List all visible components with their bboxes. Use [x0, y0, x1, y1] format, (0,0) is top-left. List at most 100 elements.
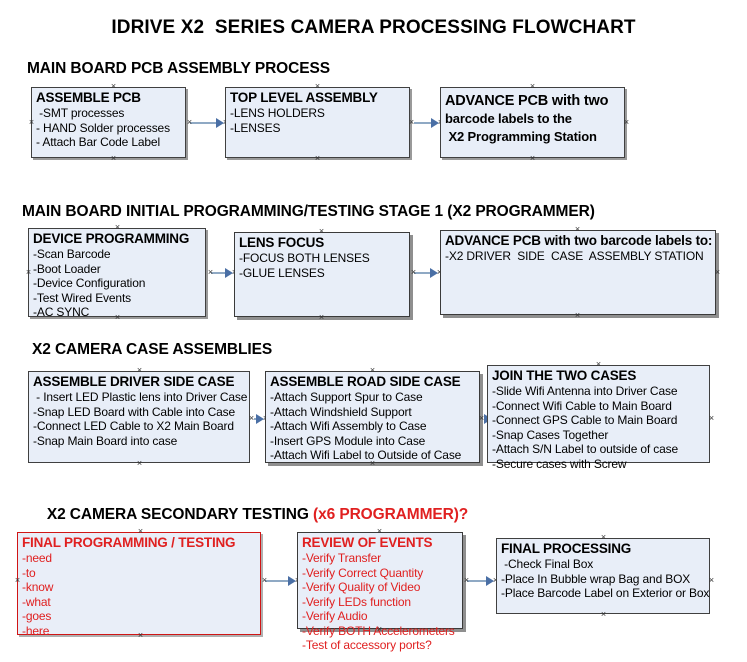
box-header: TOP LEVEL ASSEMBLY	[230, 90, 378, 105]
box-device-programming[interactable]: DEVICE PROGRAMMING -Scan Barcode -Boot L…	[28, 228, 206, 319]
box-header: ASSEMBLE PCB	[36, 90, 141, 105]
box-line: barcode labels to the	[445, 111, 572, 126]
connector-arrow-icon	[225, 268, 233, 278]
connector-line[interactable]	[211, 272, 229, 274]
box-assemble-pcb[interactable]: ASSEMBLE PCB -SMT processes - HAND Solde…	[31, 87, 186, 158]
box-header: ASSEMBLE DRIVER SIDE CASE	[33, 374, 235, 389]
box-review-of-events[interactable]: REVIEW OF EVENTS -Verify Transfer -Verif…	[297, 532, 463, 652]
box-line: -Verify LEDs function	[302, 594, 411, 609]
box-line: -to	[22, 565, 36, 580]
box-advance-pcb-to-driver-side-case-station[interactable]: ADVANCE PCB with two barcode labels to: …	[440, 230, 716, 315]
box-header: ASSEMBLE ROAD SIDE CASE	[270, 374, 461, 389]
resize-handle-left[interactable]	[14, 577, 21, 584]
box-line: -Snap LED Board with Cable into Case	[33, 404, 236, 419]
connector-arrow-icon	[256, 414, 264, 424]
connector-handle-source[interactable]	[248, 415, 255, 422]
box-line: -FOCUS BOTH LENSES	[239, 251, 370, 265]
box-final-processing[interactable]: FINAL PROCESSING -Check Final Box -Place…	[496, 538, 710, 614]
box-line: -Verify Quality of Video	[302, 580, 421, 594]
box-header: DEVICE PROGRAMMING	[33, 231, 190, 246]
box-header: FINAL PROGRAMMING / TESTING	[22, 535, 236, 550]
box-join-the-two-cases[interactable]: JOIN THE TWO CASES -Slide Wifi Antenna i…	[487, 365, 710, 471]
resize-handle-top[interactable]	[600, 534, 607, 541]
box-line: -SMT processes	[36, 106, 125, 120]
box-line: -Attach Windshield Support	[270, 404, 412, 419]
resize-handle-top[interactable]	[595, 361, 602, 368]
resize-handle-right[interactable]	[708, 415, 715, 422]
box-line: -GLUE LENSES	[239, 265, 325, 280]
connector-line[interactable]	[467, 580, 491, 582]
connector-line[interactable]	[190, 122, 220, 124]
box-header: ADVANCE PCB with two barcode labels to:	[445, 233, 713, 248]
resize-handle-top[interactable]	[110, 83, 117, 90]
box-lens-focus[interactable]: LENS FOCUS -FOCUS BOTH LENSES -GLUE LENS…	[234, 232, 410, 317]
box-top-level-assembly[interactable]: TOP LEVEL ASSEMBLY -LENS HOLDERS -LENSES	[225, 87, 410, 158]
box-line: -Place In Bubble wrap Bag and BOX	[501, 571, 691, 586]
resize-handle-left[interactable]	[25, 269, 32, 276]
box-assemble-driver-side-case[interactable]: ASSEMBLE DRIVER SIDE CASE - Insert LED P…	[28, 371, 250, 463]
box-line: -Boot Loader	[33, 261, 101, 276]
box-line: -Verify BOTH Accelerometers	[302, 623, 455, 638]
box-line: - HAND Solder processes	[36, 120, 170, 135]
connector-line[interactable]	[414, 122, 436, 124]
resize-handle-top[interactable]	[314, 83, 321, 90]
connector-handle-source[interactable]	[463, 577, 470, 584]
resize-handle-left[interactable]	[28, 119, 35, 126]
box-line: -Verify Audio	[302, 609, 368, 623]
box-line: -Test Wired Events	[33, 290, 131, 305]
resize-handle-bottom[interactable]	[318, 314, 325, 321]
connector-handle-source[interactable]	[478, 415, 485, 422]
resize-handle-top[interactable]	[369, 367, 376, 374]
resize-handle-right[interactable]	[623, 119, 630, 126]
resize-handle-top[interactable]	[114, 224, 121, 231]
connector-line[interactable]	[265, 580, 293, 582]
resize-handle-bottom[interactable]	[114, 314, 121, 321]
resize-handle-top[interactable]	[137, 528, 144, 535]
box-advance-pcb-to-x2-programming-station[interactable]: ADVANCE PCB with two barcode labels to t…	[440, 87, 625, 158]
connector-handle-source[interactable]	[261, 577, 268, 584]
resize-handle-bottom[interactable]	[137, 632, 144, 639]
resize-handle-bottom[interactable]	[574, 312, 581, 319]
box-line: -Insert GPS Module into Case	[270, 433, 426, 448]
box-line: -goes	[22, 609, 52, 623]
section-title-x2-camera-case-assemblies: X2 CAMERA CASE ASSEMBLIES	[32, 341, 273, 358]
resize-handle-top[interactable]	[318, 228, 325, 235]
resize-handle-bottom[interactable]	[314, 155, 321, 162]
resize-handle-top[interactable]	[376, 528, 383, 535]
box-line: -Verify Transfer	[302, 551, 381, 565]
connector-arrow-icon	[431, 118, 439, 128]
resize-handle-bottom[interactable]	[136, 460, 143, 467]
box-line: - Insert LED Plastic lens into Driver Ca…	[33, 390, 248, 404]
resize-handle-bottom[interactable]	[376, 626, 383, 633]
resize-handle-right[interactable]	[714, 269, 721, 276]
box-line: -LENSES	[230, 120, 281, 135]
box-line: -Attach Wifi Label to Outside of Case	[270, 448, 462, 462]
resize-handle-top[interactable]	[574, 226, 581, 233]
connector-handle-source[interactable]	[408, 119, 415, 126]
box-line-overflow: -Test of accessory ports?	[302, 638, 432, 652]
section-title-text: X2 CAMERA SECONDARY TESTING	[46, 506, 314, 523]
resize-handle-bottom[interactable]	[369, 460, 376, 467]
connector-line[interactable]	[414, 272, 436, 274]
resize-handle-top[interactable]	[529, 83, 536, 90]
resize-handle-bottom[interactable]	[529, 155, 536, 162]
box-assemble-road-side-case[interactable]: ASSEMBLE ROAD SIDE CASE -Attach Support …	[265, 371, 480, 463]
connector-handle-source[interactable]	[186, 119, 193, 126]
box-line: -what	[22, 594, 51, 609]
connector-handle-source[interactable]	[207, 269, 214, 276]
resize-handle-right[interactable]	[708, 577, 715, 584]
box-line: -Snap Main Board into case	[33, 433, 178, 448]
connector-arrow-icon	[486, 576, 494, 586]
resize-handle-bottom[interactable]	[600, 611, 607, 618]
connector-arrow-icon	[430, 268, 438, 278]
connector-handle-source[interactable]	[410, 269, 417, 276]
box-header: JOIN THE TWO CASES	[492, 368, 637, 383]
box-final-programming-testing[interactable]: FINAL PROGRAMMING / TESTING -need -to -k…	[17, 532, 261, 638]
resize-handle-bottom[interactable]	[110, 155, 117, 162]
section-title-main-board-initial-programming: MAIN BOARD INITIAL PROGRAMMING/TESTING S…	[22, 203, 595, 220]
resize-handle-top[interactable]	[136, 367, 143, 374]
box-line: -Attach S/N Label to outside of case	[492, 442, 679, 456]
box-line: -Slide Wifi Antenna into Driver Case	[492, 384, 678, 398]
box-line: -AC SYNC	[33, 305, 90, 319]
